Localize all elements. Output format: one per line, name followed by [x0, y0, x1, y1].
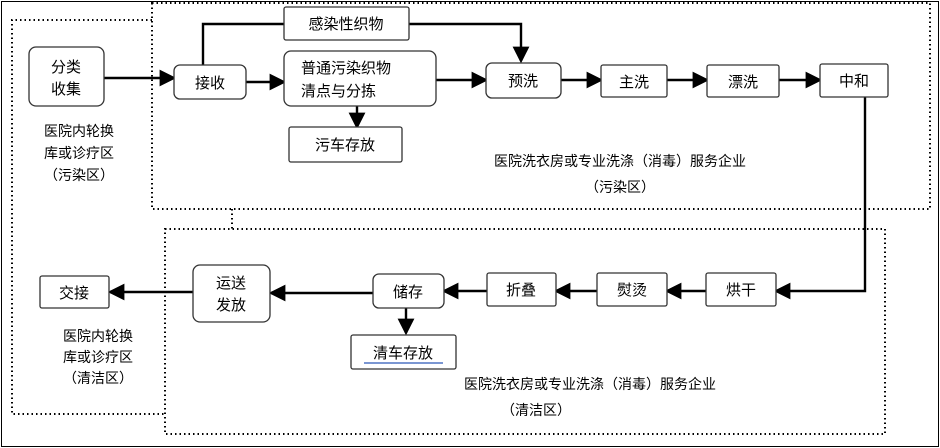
zone-label-hospital-clean: 医院内轮换 库或诊疗区 （清洁区） — [63, 328, 133, 387]
zone-label-laundry-clean: 医院洗衣房或专业洗涤（消毒）服务企业 （清洁区） — [464, 376, 716, 419]
node-clean-cart-label: 清车存放 — [373, 344, 433, 362]
zone-label-hospital-clean-line-3: （清洁区） — [63, 371, 133, 387]
zone-label-laundry-clean-line-1: 医院洗衣房或专业洗涤（消毒）服务企业 — [464, 376, 716, 393]
node-iron-label: 熨烫 — [617, 281, 647, 299]
node-main-wash-label: 主洗 — [619, 73, 649, 91]
node-store: 储存 — [372, 273, 445, 309]
node-deliver-line-2: 发放 — [216, 296, 246, 314]
node-receive: 接收 — [173, 64, 247, 100]
node-classify-collect-line-2: 收集 — [51, 80, 81, 98]
node-dirty-cart-label: 污车存放 — [315, 136, 375, 154]
node-general-sort: 普通污染织物 清点与分拣 — [283, 50, 437, 107]
node-infectious-textile-label: 感染性织物 — [308, 15, 383, 33]
node-neutralize: 中和 — [819, 63, 889, 98]
arrow-neutralize-to-dry — [773, 97, 867, 300]
node-classify-collect-line-1: 分类 — [51, 58, 81, 76]
node-rinse-label: 漂洗 — [728, 73, 758, 91]
node-dry-label: 烘干 — [726, 281, 756, 299]
node-dirty-cart: 污车存放 — [288, 126, 403, 163]
node-neutralize-label: 中和 — [839, 72, 869, 90]
node-classify-collect: 分类 收集 — [28, 46, 105, 107]
zone-label-laundry-clean-line-2: （清洁区） — [501, 403, 571, 419]
zone-label-laundry-dirty-line-2: （污染区） — [585, 180, 655, 196]
node-deliver-line-1: 运送 — [216, 274, 246, 292]
node-iron: 熨烫 — [596, 272, 668, 307]
node-infectious-textile: 感染性织物 — [283, 6, 410, 41]
zone-label-hospital-dirty-line-3: （污染区） — [44, 168, 114, 184]
hospital-zone-boundary — [11, 19, 233, 415]
node-dry: 烘干 — [705, 272, 777, 307]
node-fold: 折叠 — [486, 272, 557, 307]
node-clean-cart: 清车存放 — [350, 334, 457, 370]
zone-label-hospital-dirty-line-1: 医院内轮换 — [44, 123, 114, 140]
node-handover-label: 交接 — [59, 284, 89, 302]
node-receive-label: 接收 — [195, 74, 225, 92]
zone-label-hospital-clean-line-1: 医院内轮换 — [63, 328, 133, 345]
node-handover: 交接 — [39, 275, 110, 309]
node-general-sort-line-2: 清点与分拣 — [301, 82, 376, 100]
zone-label-laundry-dirty: 医院洗衣房或专业洗涤（消毒）服务企业 （污染区） — [494, 153, 746, 196]
flow-connectors — [104, 22, 867, 336]
node-prewash-label: 预洗 — [508, 72, 538, 90]
zone-label-hospital-dirty: 医院内轮换 库或诊疗区 （污染区） — [44, 123, 114, 184]
node-main-wash: 主洗 — [600, 64, 668, 98]
laundry-dirty-zone-boundary — [151, 2, 931, 210]
zone-label-hospital-clean-line-2: 库或诊疗区 — [63, 350, 133, 366]
node-rinse: 漂洗 — [706, 64, 780, 98]
laundry-clean-zone-boundary — [164, 228, 886, 435]
node-general-sort-line-1: 普通污染织物 — [301, 59, 391, 77]
zone-label-hospital-dirty-line-2: 库或诊疗区 — [44, 146, 114, 162]
node-deliver: 运送 发放 — [192, 264, 271, 323]
zone-label-laundry-dirty-line-1: 医院洗衣房或专业洗涤（消毒）服务企业 — [494, 153, 746, 170]
node-store-label: 储存 — [393, 283, 423, 301]
node-fold-label: 折叠 — [506, 281, 536, 299]
node-prewash: 预洗 — [485, 62, 562, 99]
